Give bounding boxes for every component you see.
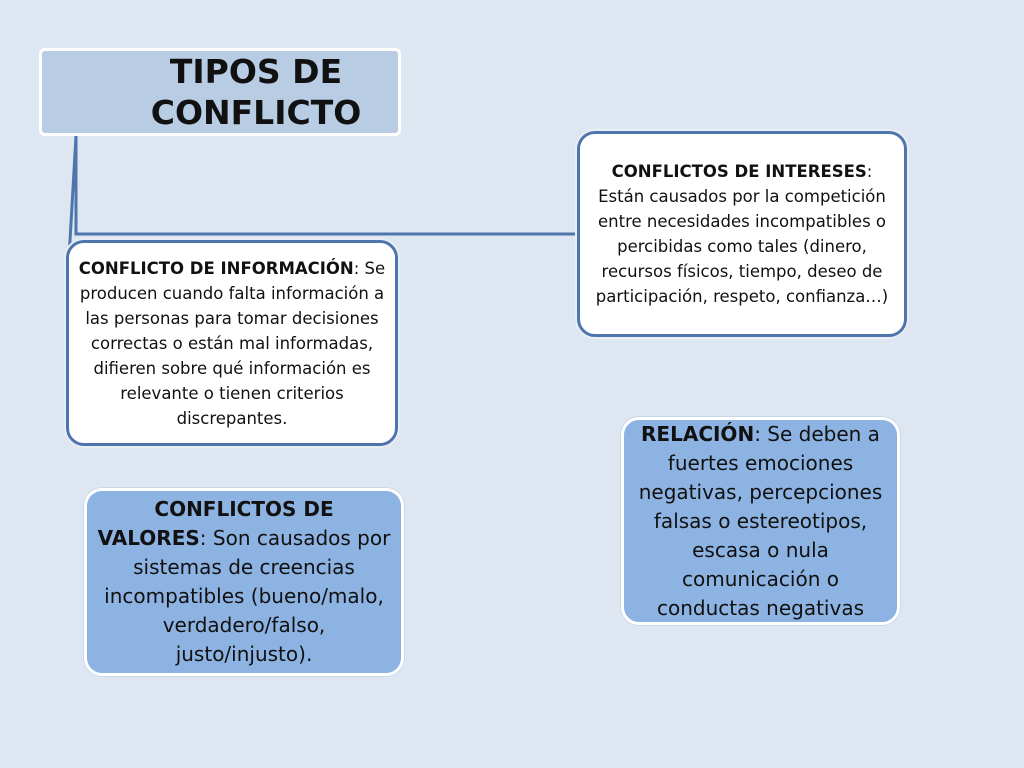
node-intereses-heading: CONFLICTOS DE INTERESES xyxy=(611,162,867,181)
node-conflicto-informacion: CONFLICTO DE INFORMACIÓN: Se producen cu… xyxy=(66,240,398,446)
node-conflictos-intereses: CONFLICTOS DE INTERESES: Están causados … xyxy=(577,131,907,337)
connector-title-to-intereses xyxy=(74,136,580,236)
node-relacion-body: Se deben a fuertes emociones negativas, … xyxy=(638,421,883,620)
node-valores-body: Son causados por sistemas de creencias i… xyxy=(104,526,391,666)
node-informacion-sep: : xyxy=(353,258,360,278)
node-conflictos-valores: CONFLICTOS DE VALORES: Son causados por … xyxy=(84,488,404,676)
node-relacion-sep: : xyxy=(754,421,761,446)
node-relacion: RELACIÓN: Se deben a fuertes emociones n… xyxy=(621,417,900,625)
node-informacion-heading: CONFLICTO DE INFORMACIÓN xyxy=(78,258,354,278)
diagram-title: TIPOS DE CONFLICTO xyxy=(150,52,362,132)
diagram-title-box: TIPOS DE CONFLICTO xyxy=(39,48,401,136)
connector-title-to-informacion xyxy=(67,135,78,259)
node-intereses-body: Están causados por la competición entre … xyxy=(595,187,889,306)
node-informacion-text: CONFLICTO DE INFORMACIÓN: Se producen cu… xyxy=(77,256,387,431)
node-valores-text: CONFLICTOS DE VALORES: Son causados por … xyxy=(97,495,391,669)
node-intereses-text: CONFLICTOS DE INTERESES: Están causados … xyxy=(590,159,894,309)
node-intereses-sep: : xyxy=(866,162,873,181)
node-valores-sep: : xyxy=(199,526,207,550)
node-valores-heading: CONFLICTOS DE VALORES xyxy=(97,497,334,550)
node-relacion-text: RELACIÓN: Se deben a fuertes emociones n… xyxy=(632,420,889,623)
node-informacion-body: Se producen cuando falta información a l… xyxy=(79,258,386,428)
node-relacion-heading: RELACIÓN xyxy=(641,421,755,446)
